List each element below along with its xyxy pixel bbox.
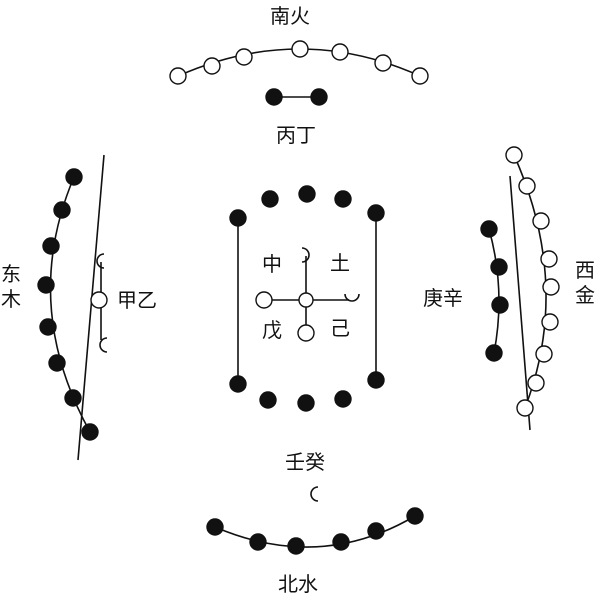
hollow-dot — [540, 250, 558, 268]
solid-dot — [334, 190, 352, 208]
solid-dot — [367, 522, 385, 540]
solid-dot — [485, 344, 503, 362]
solid-dot — [406, 507, 424, 525]
north-water-label: 北水 — [278, 572, 318, 596]
west-label-char-1: 西 — [575, 258, 595, 282]
west-metal-9-hollow — [505, 146, 560, 417]
solid-dot — [48, 354, 66, 372]
hollow-dot — [532, 212, 550, 230]
solid-dot — [490, 258, 508, 276]
solid-dot — [37, 276, 55, 294]
east-label-char-2: 木 — [1, 287, 21, 311]
west-guide-line — [509, 175, 531, 431]
bing-ding-2-solid — [265, 88, 328, 106]
solid-dot — [65, 168, 83, 186]
solid-dot — [265, 88, 283, 106]
west-metal-label: 西 金 — [574, 258, 596, 308]
east-wood-label: 东 木 — [0, 262, 22, 312]
solid-dot — [287, 537, 305, 555]
solid-dot — [81, 423, 99, 441]
solid-dot — [53, 201, 71, 219]
solid-dot — [42, 237, 60, 255]
hollow-dot — [203, 57, 221, 75]
south-fire-7-hollow — [169, 40, 429, 85]
hollow-dot — [411, 67, 429, 85]
hollow-dot — [169, 67, 187, 85]
hollow-dot — [298, 292, 314, 308]
west-label-char-2: 金 — [575, 283, 595, 307]
hollow-dot — [235, 48, 253, 66]
solid-dot — [367, 204, 385, 222]
solid-dot — [310, 88, 328, 106]
solid-dot — [261, 190, 279, 208]
solid-dot — [64, 389, 82, 407]
solid-dot — [332, 533, 350, 551]
hollow-dot — [255, 291, 273, 309]
solid-dot — [298, 185, 316, 203]
east-wood-8-solid — [37, 168, 99, 441]
jia-yi-3-hollow — [90, 253, 108, 353]
hollow-dot — [90, 291, 108, 309]
ren-gui-1-hollow — [310, 486, 319, 502]
solid-dot — [491, 296, 509, 314]
solid-dot — [229, 209, 247, 227]
center-zhong-label: 中 — [262, 252, 282, 276]
north-water-6-solid — [206, 507, 424, 555]
hollow-dot — [374, 54, 392, 72]
hollow-dot — [505, 146, 523, 164]
solid-dot — [229, 375, 247, 393]
hollow-dot — [535, 345, 553, 363]
solid-dot — [297, 394, 315, 412]
center-earth-5-hollow — [255, 247, 360, 342]
south-fire-label: 南火 — [270, 4, 310, 28]
bing-ding-label: 丙丁 — [276, 123, 316, 147]
geng-xin-4-solid — [480, 220, 509, 362]
center-earth-10-solid — [229, 185, 385, 412]
solid-dot — [206, 518, 224, 536]
east-guide-line — [77, 154, 105, 461]
hollow-dot — [516, 399, 534, 417]
east-label-char-1: 东 — [1, 262, 21, 286]
solid-dot — [367, 371, 385, 389]
hollow-dot — [527, 374, 545, 392]
geng-xin-label: 庚辛 — [423, 286, 463, 310]
center-tu-label: 土 — [330, 251, 350, 275]
solid-dot — [334, 390, 352, 408]
solid-dot — [259, 391, 277, 409]
hollow-dot — [297, 324, 315, 342]
solid-dot — [39, 318, 57, 336]
jia-yi-label: 甲乙 — [117, 288, 157, 312]
hollow-dot — [541, 313, 559, 331]
center-wu-label: 戊 — [262, 318, 282, 342]
solid-dot — [249, 533, 267, 551]
hollow-dot — [518, 177, 536, 195]
ren-gui-label: 壬癸 — [285, 450, 325, 474]
hollow-dot — [291, 40, 309, 58]
solid-dot — [480, 220, 498, 238]
hollow-dot — [331, 43, 349, 61]
center-ji-label: 己 — [330, 316, 350, 340]
hollow-dot — [542, 278, 560, 296]
